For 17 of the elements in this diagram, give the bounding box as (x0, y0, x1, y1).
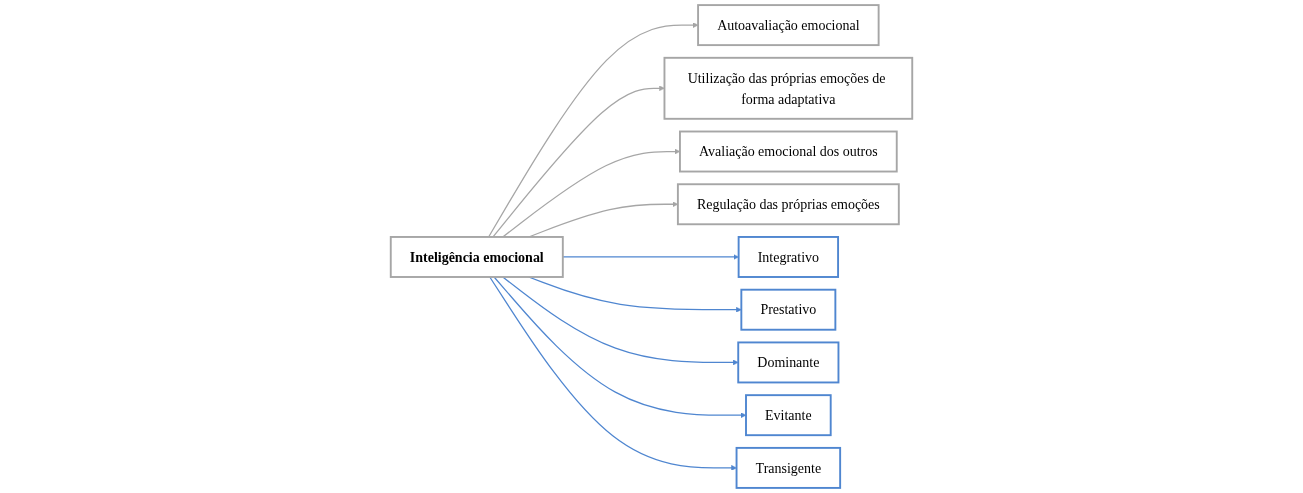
node-box: Evitante (745, 394, 832, 437)
arrow (492, 85, 665, 238)
arrow (493, 276, 747, 418)
node-box: Regulação das próprias emoções (676, 183, 900, 226)
node-box: Avaliação emocional dos outros (679, 130, 898, 173)
node-box: Transigente (735, 446, 842, 489)
node-box: Utilização das próprias emoções de forma adaptativa (663, 56, 914, 120)
node-box: Inteligência emocional (389, 236, 564, 278)
arrow (489, 276, 737, 471)
arrow (487, 22, 699, 238)
arrow (528, 276, 742, 313)
arrow (502, 276, 739, 366)
node-box: Prestativo (740, 288, 837, 331)
node-box: Dominante (737, 341, 840, 384)
arrow (562, 254, 739, 260)
node-box: Integrativo (737, 236, 840, 278)
node-box: Autoavaliação emocional (697, 4, 880, 47)
